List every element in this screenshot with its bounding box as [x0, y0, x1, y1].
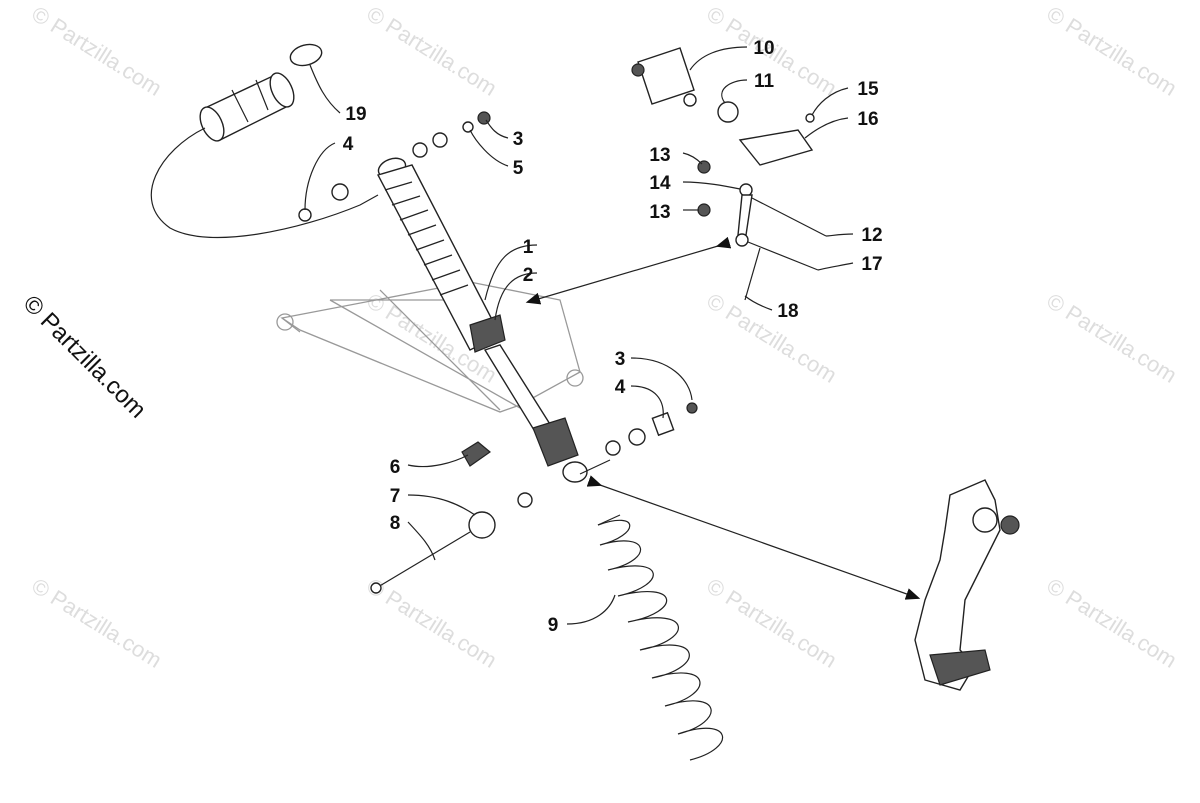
- watermark: © Partzilla.com: [362, 573, 501, 673]
- callout-5: 5: [513, 158, 524, 179]
- leader-lines: [304, 46, 854, 625]
- watermark: © Partzilla.com: [1042, 1, 1181, 101]
- callout-10: 10: [753, 38, 774, 59]
- callout-17: 17: [861, 254, 882, 275]
- callout-15: 15: [857, 79, 879, 100]
- watermark: © Partzilla.com: [702, 288, 841, 388]
- callout-8: 8: [390, 513, 401, 534]
- coil-spring: [597, 514, 723, 761]
- watermark: © Partzilla.com: [27, 573, 166, 673]
- shock-reservoir: [150, 43, 379, 238]
- callout-19: 19: [345, 104, 366, 125]
- callout-12: 12: [861, 225, 882, 246]
- callout-3: 3: [615, 349, 626, 370]
- watermark: © Partzilla.com: [1042, 573, 1181, 673]
- callout-2: 2: [523, 265, 534, 286]
- link-arrow-upper: [525, 236, 732, 305]
- callout-11: 11: [754, 71, 775, 92]
- callout-7: 7: [390, 486, 401, 507]
- callout-14: 14: [649, 173, 671, 194]
- callout-9: 9: [548, 615, 559, 636]
- callout-4: 4: [343, 134, 354, 155]
- top-mount-hardware: [298, 111, 491, 222]
- callout-4: 4: [615, 377, 626, 398]
- watermark: © Partzilla.com: [27, 1, 166, 101]
- watermark-layer: © Partzilla.com © Partzilla.com © Partzi…: [27, 1, 1181, 673]
- callout-6: 6: [390, 457, 401, 478]
- callout-13: 13: [649, 202, 670, 223]
- callout-13: 13: [649, 145, 670, 166]
- watermark: © Partzilla.com: [702, 573, 841, 673]
- watermark: © Partzilla.com: [362, 1, 501, 101]
- side-watermark: © Partzilla.com: [18, 290, 151, 423]
- callouts: 1 2 3 3 4 4 5 6 7 8 9 10 11 12 13 13 14 …: [343, 38, 883, 636]
- watermark: © Partzilla.com: [1042, 288, 1181, 388]
- callout-18: 18: [777, 301, 798, 322]
- callout-16: 16: [857, 109, 878, 130]
- spindle: [914, 479, 1020, 691]
- callout-1: 1: [523, 237, 534, 258]
- callout-3: 3: [513, 129, 524, 150]
- sensor-linkage: [631, 47, 827, 301]
- link-arrow-lower: [586, 475, 921, 600]
- shock-absorber: [376, 157, 588, 483]
- bottom-mount-hardware: [370, 402, 698, 594]
